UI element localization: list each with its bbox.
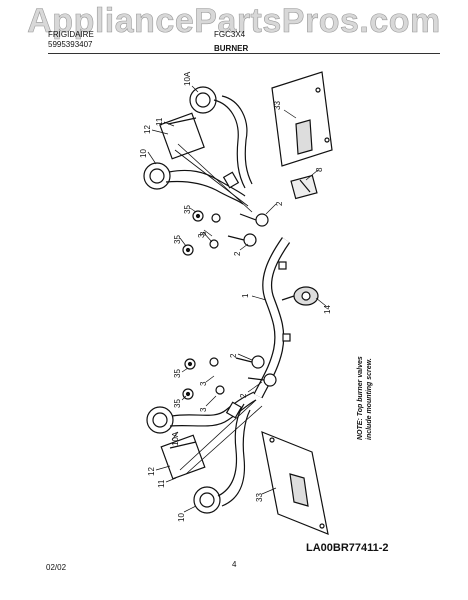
top-rear-venturi-tube-edge xyxy=(221,95,253,185)
header-model: FGC3X4 xyxy=(214,30,246,39)
header-rule xyxy=(48,53,440,54)
callout-3-a: 3 xyxy=(199,231,208,236)
top-rear-venturi-tube xyxy=(213,99,246,189)
top-rear-burner-head xyxy=(189,86,217,114)
manifold-fitting-upper xyxy=(278,261,287,270)
callout-11-bottom: 11 xyxy=(157,479,166,488)
top-burner-bracket xyxy=(159,112,205,160)
callout-3-b: 3 xyxy=(197,233,206,238)
bottom-bracket-detail xyxy=(169,441,197,449)
callout-2-c: 2 xyxy=(229,353,238,358)
top-front-burner-port xyxy=(149,168,165,184)
callout-12-bottom: 12 xyxy=(147,467,156,476)
top-orifice xyxy=(222,171,240,189)
top-side-bracket xyxy=(271,71,333,167)
upper-valves xyxy=(182,210,269,256)
callout-2-d: 2 xyxy=(239,393,248,398)
note: NOTE: Top burner valves include mounting… xyxy=(357,356,373,440)
callout-35-b: 35 xyxy=(173,235,182,244)
callout-2-a: 2 xyxy=(275,201,284,206)
watermark: AppliancePartsPros.com xyxy=(27,2,441,41)
note-line-1: NOTE: Top burner valves xyxy=(357,356,364,440)
callout-2-b: 2 xyxy=(233,251,242,256)
callout-33-top: 33 xyxy=(273,101,282,110)
bottom-front-burner-port xyxy=(199,492,215,508)
callout-33-bottom: 33 xyxy=(255,493,264,502)
bottom-ignitor-wire xyxy=(179,399,257,471)
callout-10-bottom: 10 xyxy=(177,513,186,522)
page-number: 4 xyxy=(232,560,237,569)
callout-10a-bottom: 10A xyxy=(171,431,180,446)
callout-leaders xyxy=(147,85,327,513)
header-brand: FRIGIDAIRE xyxy=(48,30,94,39)
callout-10a-top: 10A xyxy=(183,71,192,86)
bottom-rear-burner-port xyxy=(152,412,168,428)
top-front-burner-head xyxy=(143,162,171,190)
top-bracket-detail xyxy=(167,117,197,125)
callout-11-top: 11 xyxy=(155,117,164,126)
top-ignitor-wire-2 xyxy=(177,143,253,213)
callout-1: 1 xyxy=(241,293,250,298)
callout-14: 14 xyxy=(323,305,332,314)
callout-35-d: 35 xyxy=(173,399,182,408)
callout-3-d: 3 xyxy=(199,407,208,412)
bottom-rear-venturi-tube-edge xyxy=(169,399,257,427)
header-publication-number: 5995393407 xyxy=(48,40,93,49)
header-section: BURNER xyxy=(214,44,249,53)
callout-3-c: 3 xyxy=(199,381,208,386)
bottom-front-venturi-tube xyxy=(217,403,245,497)
top-burner-assembly xyxy=(143,86,253,213)
top-front-venturi-tube-edge xyxy=(165,180,244,205)
footer-date: 02/02 xyxy=(46,563,67,572)
callout-35-c: 35 xyxy=(173,369,182,378)
callout-12-top: 12 xyxy=(143,125,152,134)
bottom-burner-bracket xyxy=(160,434,206,480)
lower-valves xyxy=(182,355,277,400)
callout-35-a: 35 xyxy=(183,205,192,214)
diagram-part-number: LA00BR77411-2 xyxy=(306,542,389,554)
manifold-fitting-lower xyxy=(282,333,291,342)
bottom-side-bracket xyxy=(261,431,329,535)
manifold-tube xyxy=(253,237,291,399)
note-line-2: include mounting screw. xyxy=(366,358,373,440)
part-14-regulator xyxy=(281,286,319,306)
top-rear-burner-port xyxy=(195,92,211,108)
callout-10-top: 10 xyxy=(139,149,148,158)
top-front-venturi-tube xyxy=(168,169,246,197)
bottom-rear-burner-head xyxy=(146,406,174,434)
callout-labels: 33 10A 12 11 10 8 2 35 3 35 3 2 1 14 2 3… xyxy=(139,71,332,522)
callout-8: 8 xyxy=(315,167,324,172)
part-8-block xyxy=(290,174,318,200)
bottom-burner-assembly xyxy=(146,391,263,514)
bottom-front-venturi-tube-edge xyxy=(221,409,251,507)
bottom-rear-venturi-tube xyxy=(171,391,255,417)
bottom-orifice xyxy=(225,401,243,419)
bottom-front-burner-head xyxy=(193,486,221,514)
bottom-ignitor-wire-2 xyxy=(185,405,263,475)
